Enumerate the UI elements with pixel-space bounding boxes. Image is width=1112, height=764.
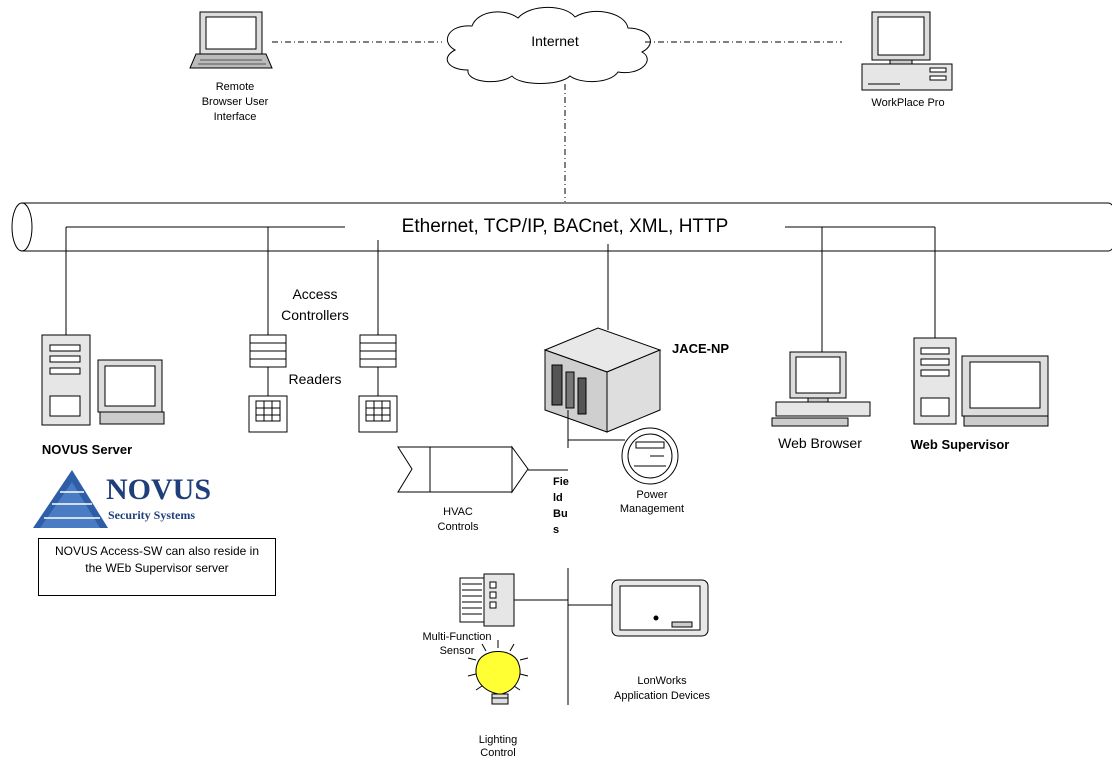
light-bulb-icon bbox=[467, 640, 529, 705]
novus-logo-tagline: Security Systems bbox=[108, 508, 195, 522]
web-supervisor-label: Web Supervisor bbox=[910, 437, 1010, 452]
novus-note-box: NOVUS Access-SW can also reside in the W… bbox=[38, 538, 276, 596]
desktop-computer-icon bbox=[861, 11, 953, 91]
backbone-label: Ethernet, TCP/IP, BACnet, XML, HTTP bbox=[345, 216, 785, 238]
internet-links bbox=[272, 41, 842, 202]
sensor-icon bbox=[459, 573, 515, 627]
internet-cloud bbox=[446, 6, 651, 84]
internet-label: Internet bbox=[531, 33, 579, 49]
card-reader-icon bbox=[248, 395, 398, 433]
hvac-label: HVAC Controls bbox=[437, 506, 479, 533]
drop-lines bbox=[65, 227, 936, 352]
jace-label: JACE-NP bbox=[672, 341, 730, 356]
lighting-control-label: Lighting Control bbox=[478, 734, 518, 759]
web-browser-computer-icon bbox=[771, 351, 871, 427]
power-meter-icon bbox=[621, 427, 679, 485]
novus-logo-triangle bbox=[33, 470, 108, 528]
hvac-controls-icon bbox=[397, 445, 529, 494]
web-supervisor-server-icon bbox=[913, 337, 1049, 427]
multi-function-sensor-label: Multi-Function Sensor bbox=[422, 631, 492, 657]
lonworks-label: LonWorks Application Devices bbox=[614, 675, 710, 702]
web-browser-label: Web Browser bbox=[778, 435, 862, 451]
novus-server-icon bbox=[41, 334, 165, 426]
field-bus-lines bbox=[514, 410, 625, 705]
lonworks-device-icon bbox=[611, 579, 709, 637]
jace-controller-icon bbox=[543, 327, 662, 433]
laptop-icon bbox=[189, 11, 273, 69]
remote-browser-label: Remote Browser User Interface bbox=[201, 81, 269, 123]
novus-logo-name: NOVUS bbox=[106, 473, 212, 506]
readers-label: Readers bbox=[288, 371, 342, 387]
workplace-pro-label: WorkPlace Pro bbox=[871, 97, 945, 109]
power-management-label: Power Management bbox=[619, 489, 685, 515]
access-controllers-label: Access Controllers bbox=[272, 284, 358, 326]
access-controller-icon bbox=[249, 334, 397, 396]
field-bus-label: Fie ld Bu s bbox=[553, 476, 569, 536]
novus-server-label: NOVUS Server bbox=[41, 442, 133, 457]
